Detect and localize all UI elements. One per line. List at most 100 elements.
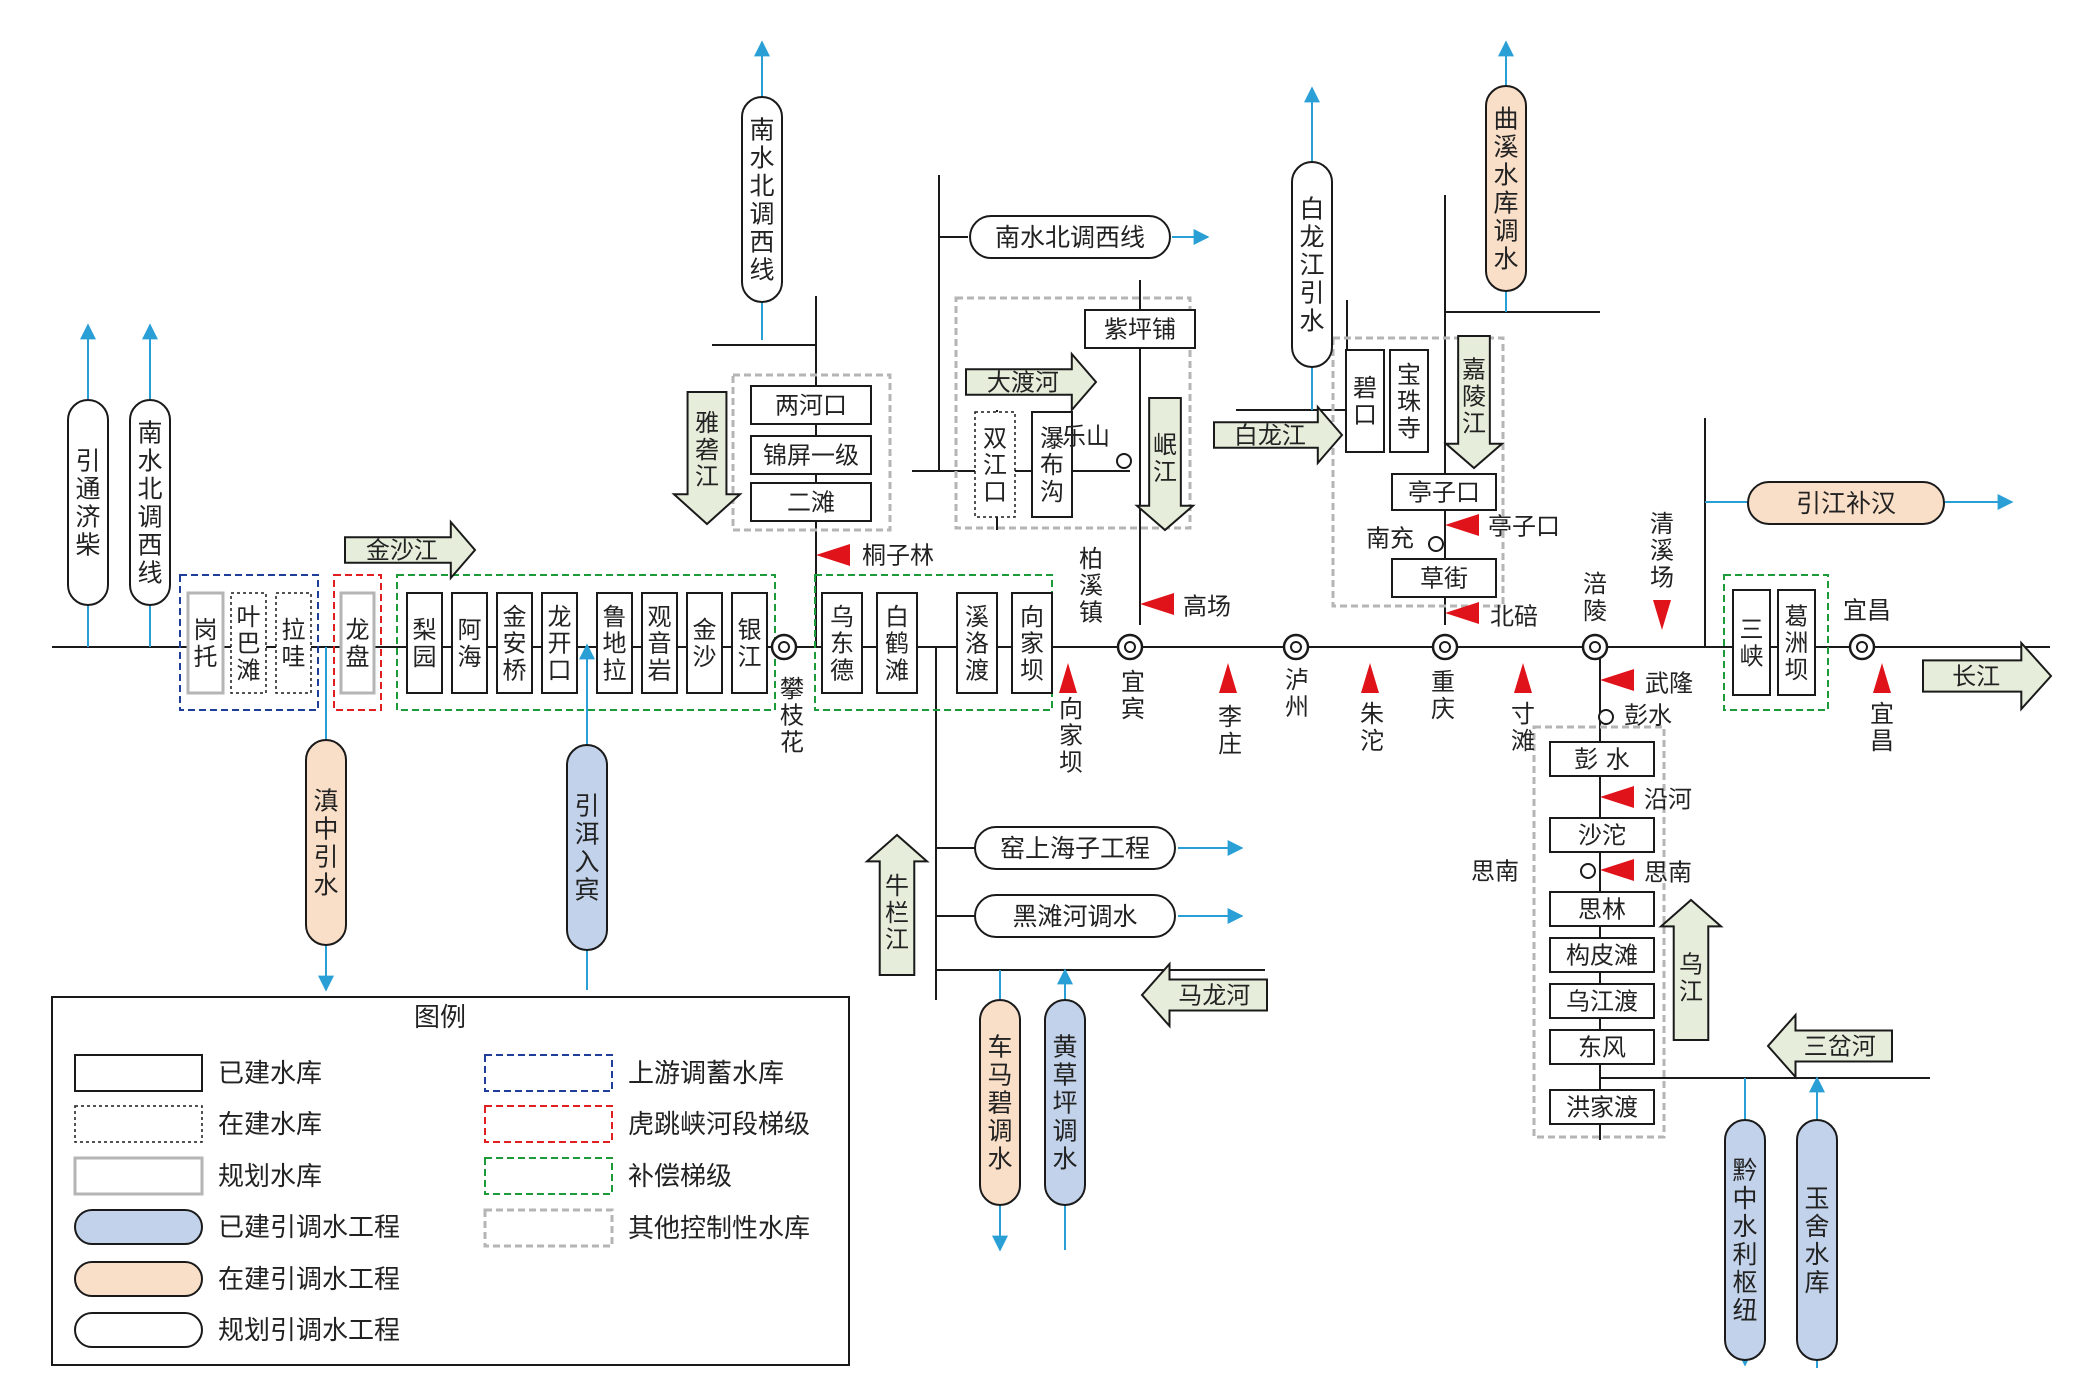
svg-text:德: 德 — [830, 657, 854, 685]
river-arrow-yalong: 雅砻江 — [671, 391, 743, 526]
svg-text:江: 江 — [695, 463, 719, 491]
reservoir-gangtuo: 岗托 — [186, 591, 225, 695]
legend-label-upstream: 上游调蓄水库 — [628, 1059, 784, 1089]
svg-text:柴: 柴 — [75, 531, 100, 560]
svg-text:南: 南 — [749, 116, 774, 145]
yalong-control-box — [731, 373, 892, 532]
reservoir-longkaikou: 龙开口 — [541, 592, 578, 694]
city-yibin: 宜宾 — [1116, 633, 1145, 723]
legend-title: 图例 — [414, 1003, 466, 1033]
city-leshan: 乐山 — [1062, 423, 1132, 469]
svg-text:彭 水: 彭 水 — [1574, 746, 1630, 774]
station-tingzikou: 亭子口 — [1445, 513, 1560, 541]
svg-text:利: 利 — [1732, 1240, 1757, 1269]
svg-text:江: 江 — [1462, 409, 1486, 437]
svg-text:寸: 寸 — [1511, 700, 1535, 728]
svg-text:黔: 黔 — [1732, 1156, 1757, 1185]
river-arrow-dadu: 大渡河 — [965, 351, 1098, 413]
svg-text:调: 调 — [137, 503, 162, 532]
svg-text:江: 江 — [1679, 977, 1703, 1005]
svg-text:水: 水 — [1052, 1145, 1077, 1174]
svg-text:枢: 枢 — [1732, 1268, 1757, 1297]
river-arrow-niulan: 牛栏江 — [864, 833, 930, 976]
city-nanchong: 南充 — [1366, 525, 1444, 553]
svg-text:溪: 溪 — [965, 603, 989, 631]
svg-text:水: 水 — [137, 447, 162, 476]
legend-label-built: 已建水库 — [218, 1059, 322, 1089]
legend-swatch-planned — [73, 1156, 204, 1196]
reservoir-wudongde: 乌东德 — [821, 592, 863, 694]
svg-text:地: 地 — [603, 630, 627, 658]
svg-text:江: 江 — [983, 451, 1007, 479]
svg-text:亭子口: 亭子口 — [1488, 513, 1560, 541]
svg-text:水: 水 — [313, 871, 338, 900]
svg-text:镇: 镇 — [1079, 599, 1103, 627]
river-arrow-malong: 马龙河 — [1140, 961, 1268, 1029]
svg-text:乌江渡: 乌江渡 — [1566, 988, 1638, 1016]
svg-text:坝: 坝 — [1020, 657, 1044, 685]
reservoir-tingzikou: 亭子口 — [1391, 473, 1497, 511]
svg-text:龙: 龙 — [548, 603, 572, 631]
upstream-group-box — [179, 574, 319, 711]
svg-text:宾: 宾 — [1121, 695, 1145, 723]
svg-text:马: 马 — [987, 1061, 1012, 1090]
svg-text:庄: 庄 — [1218, 730, 1242, 758]
legend-swatch-built — [74, 1054, 203, 1092]
svg-text:桐子林: 桐子林 — [862, 542, 934, 570]
svg-text:朱: 朱 — [1360, 700, 1384, 728]
river-arrow-wu: 乌江 — [1658, 898, 1724, 1041]
svg-text:宜: 宜 — [1870, 700, 1894, 728]
svg-text:坪: 坪 — [1052, 1089, 1077, 1118]
svg-text:观: 观 — [648, 603, 672, 631]
transfer-yinjiang_buhan: 引江补汉 — [1747, 481, 1945, 525]
legend-swatch-tiger-leap — [484, 1105, 613, 1143]
svg-text:瀑: 瀑 — [1040, 424, 1064, 452]
svg-text:重: 重 — [1431, 668, 1455, 696]
svg-text:托: 托 — [194, 643, 218, 671]
svg-text:构皮滩: 构皮滩 — [1566, 942, 1638, 970]
reservoir-pubugou: 瀑布沟 — [1031, 411, 1073, 518]
reservoir-wujiangdu: 乌江渡 — [1549, 983, 1655, 1019]
svg-text:滩: 滩 — [1511, 727, 1535, 755]
transfer-heitanhe: 黑滩河调水 — [974, 894, 1176, 938]
svg-text:岗: 岗 — [194, 616, 218, 644]
svg-text:两河口: 两河口 — [775, 392, 847, 420]
svg-text:拉: 拉 — [282, 616, 306, 644]
svg-text:梨: 梨 — [413, 616, 437, 644]
svg-text:黑滩河调水: 黑滩河调水 — [1012, 902, 1137, 931]
svg-text:珠: 珠 — [1397, 388, 1421, 416]
svg-text:鲁: 鲁 — [603, 603, 627, 631]
svg-text:水: 水 — [1732, 1212, 1757, 1241]
tiger-leap-group-box — [333, 574, 382, 711]
legend-label-transfer-planned: 规划引调水工程 — [218, 1316, 400, 1346]
svg-text:引: 引 — [1299, 279, 1324, 308]
reservoir-bikou: 碧口 — [1345, 349, 1385, 453]
svg-text:清: 清 — [1650, 510, 1674, 538]
svg-text:渡: 渡 — [965, 657, 989, 685]
svg-text:李: 李 — [1218, 703, 1242, 731]
svg-text:龙: 龙 — [346, 616, 370, 644]
svg-text:三: 三 — [1740, 616, 1764, 644]
reservoir-baihetan: 白鹤滩 — [876, 592, 918, 694]
legend: 图例 已建水库 在建水库 规划水库 已建引调水工程 在建引调水工程 规划引调水工… — [51, 996, 850, 1366]
svg-text:攀: 攀 — [780, 675, 804, 703]
svg-text:洪家渡: 洪家渡 — [1566, 1094, 1638, 1122]
svg-text:东风: 东风 — [1578, 1034, 1626, 1062]
svg-text:向: 向 — [1059, 695, 1083, 723]
reservoir-baozhusi: 宝珠寺 — [1389, 349, 1429, 453]
svg-text:引: 引 — [75, 447, 100, 476]
station-pengshui: 彭水 — [1624, 702, 1672, 730]
svg-text:桥: 桥 — [503, 657, 527, 685]
svg-text:玉: 玉 — [1804, 1184, 1829, 1213]
svg-text:场: 场 — [1650, 564, 1674, 592]
svg-text:口: 口 — [548, 657, 572, 685]
svg-text:调: 调 — [749, 200, 774, 229]
svg-text:引: 引 — [574, 792, 599, 821]
reservoir-lianghekou: 两河口 — [750, 385, 872, 425]
svg-text:水: 水 — [1299, 307, 1324, 336]
